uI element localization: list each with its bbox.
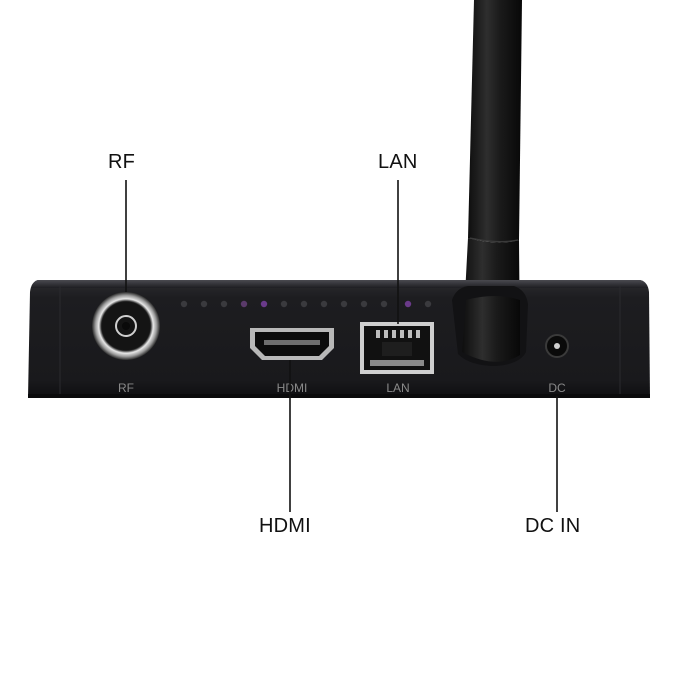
hdmi-port xyxy=(250,328,334,360)
lan-port xyxy=(360,322,434,374)
status-led-row xyxy=(180,300,432,308)
panel-label-rf: RF xyxy=(118,381,134,395)
antenna-base xyxy=(452,286,528,366)
callout-rf: RF xyxy=(108,151,136,173)
callout-lan: LAN xyxy=(378,151,418,173)
panel-label-dc: DC xyxy=(548,381,566,395)
panel-label-lan: LAN xyxy=(386,381,409,395)
panel-label-hdmi: HDMI xyxy=(277,381,308,395)
dc-jack xyxy=(545,334,569,358)
callout-dc-in: DC IN xyxy=(525,515,581,537)
callout-hdmi: HDMI xyxy=(259,515,311,537)
rf-connector xyxy=(92,292,160,360)
